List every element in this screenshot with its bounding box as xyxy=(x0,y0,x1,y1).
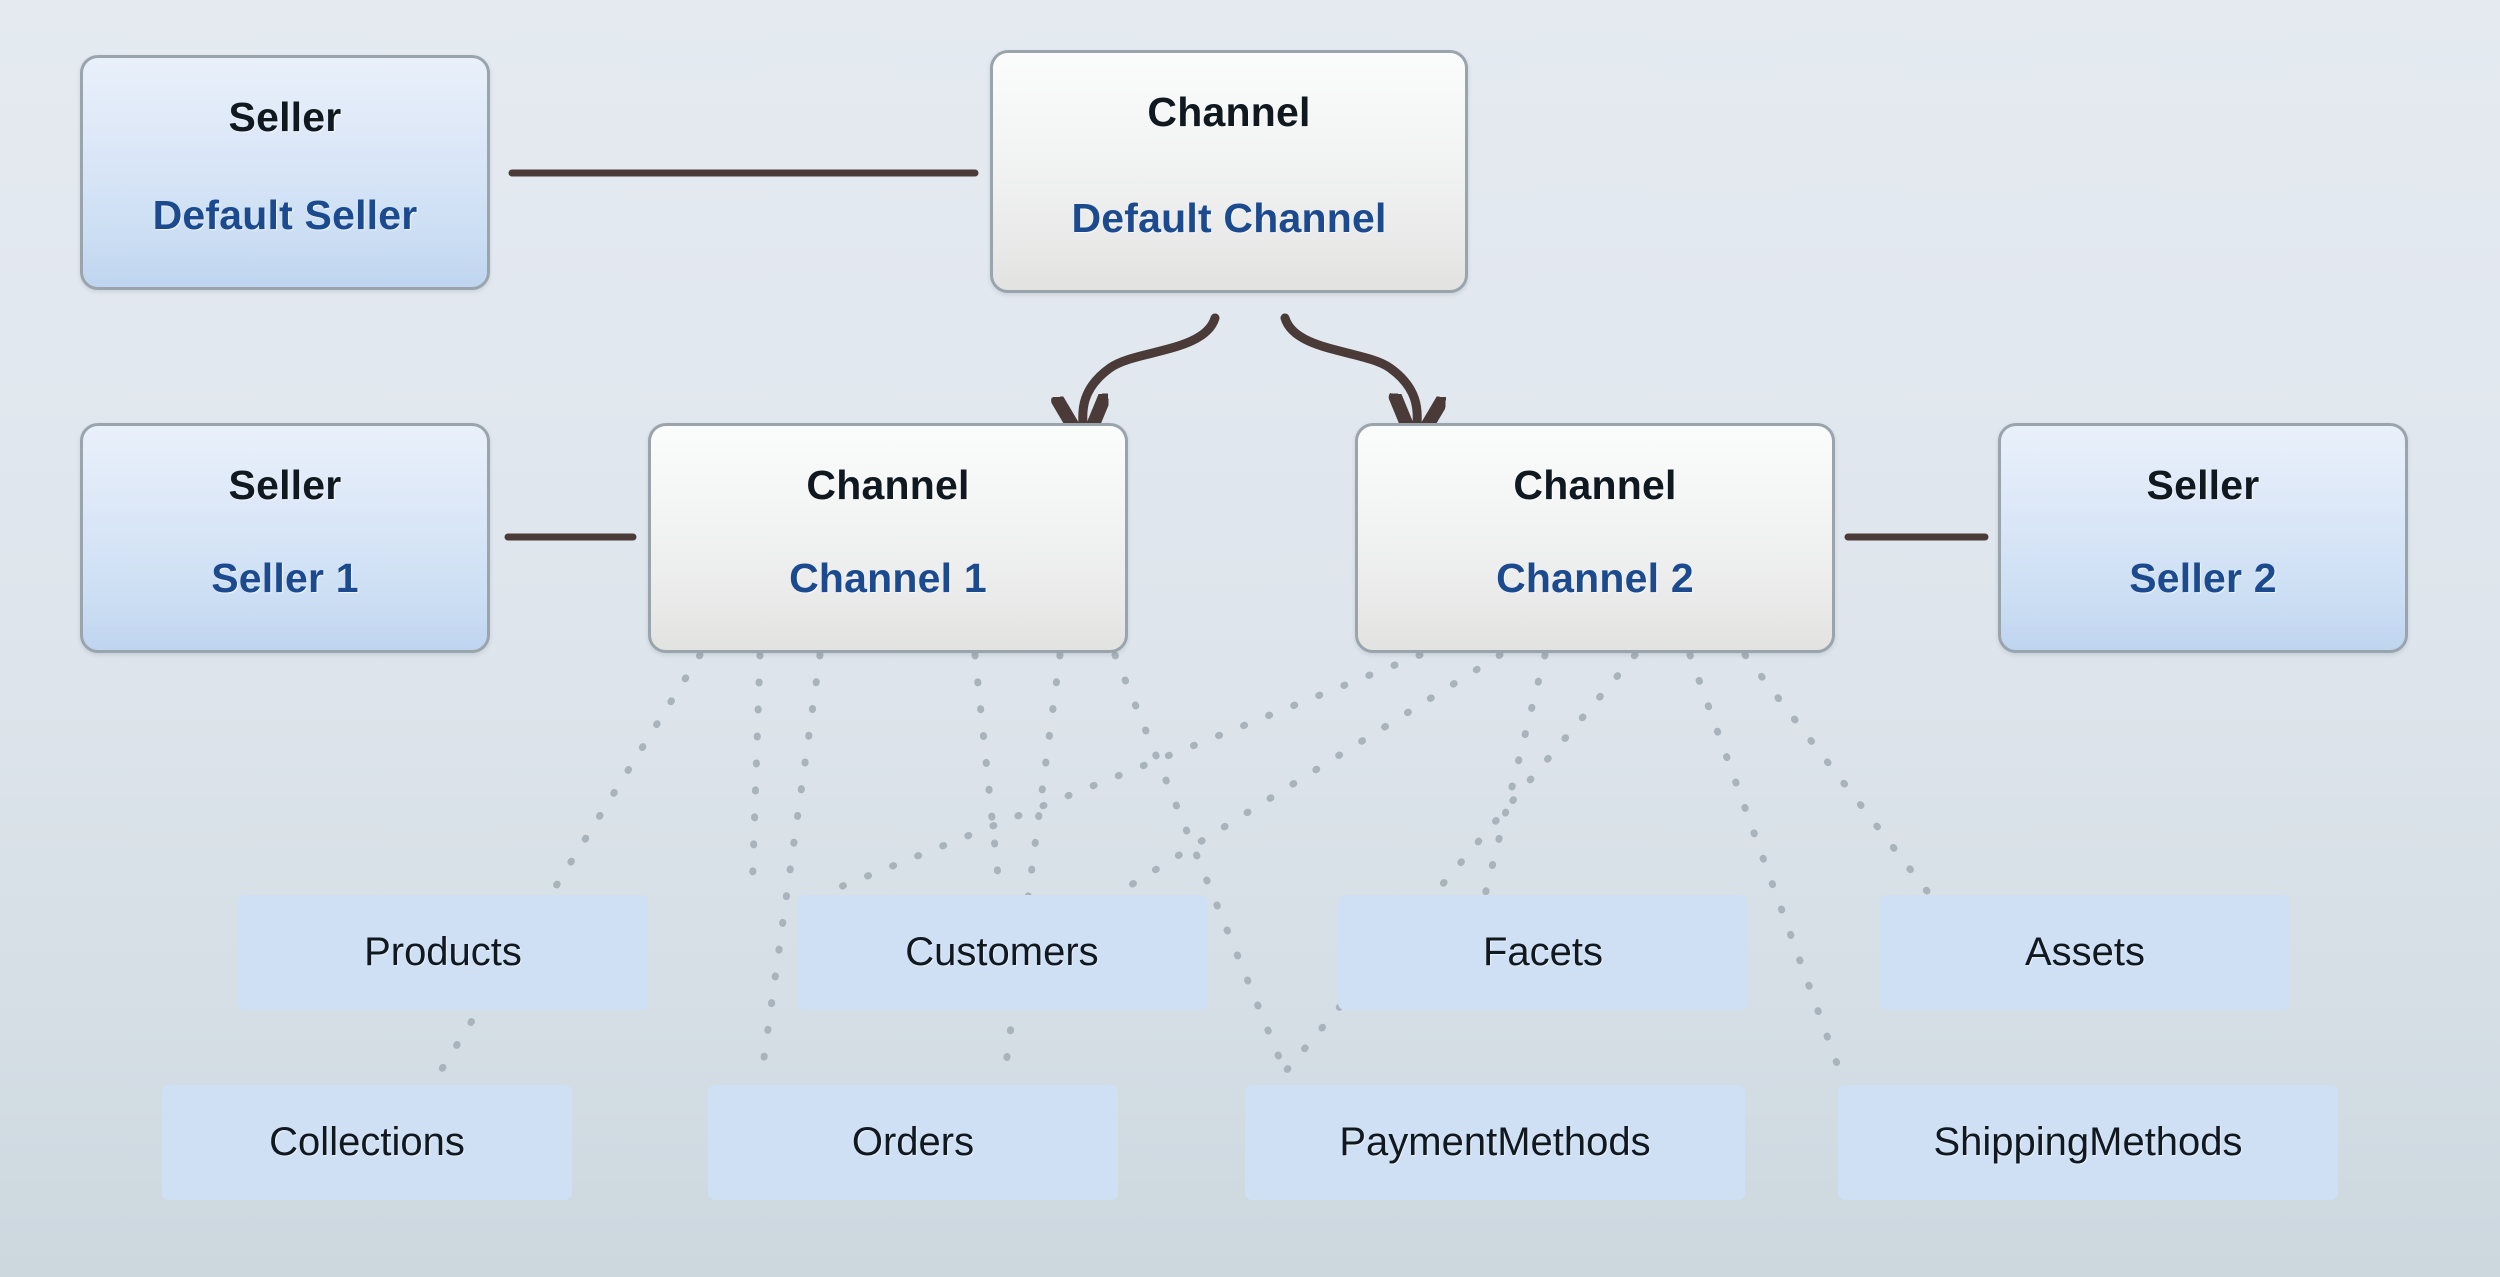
node-type-label: Channel xyxy=(806,462,970,508)
node-name-label: Default Seller xyxy=(152,192,418,238)
edge-channel1-collections xyxy=(748,651,764,899)
node-type-label: Channel xyxy=(1513,462,1677,508)
node-default-channel[interactable]: Channel Default Channel xyxy=(990,50,1468,293)
node-name-label: Default Channel xyxy=(1071,195,1387,241)
node-seller-1[interactable]: Seller Seller 1 xyxy=(80,423,490,653)
entity-chip-label: Collections xyxy=(269,1120,465,1164)
entity-chip-label: Orders xyxy=(851,1120,975,1164)
entity-chip-label: PaymentMethods xyxy=(1339,1120,1651,1164)
node-type-label: Seller xyxy=(228,462,342,508)
node-seller-2[interactable]: Seller Seller 2 xyxy=(1998,423,2408,653)
node-name-label: Channel 2 xyxy=(1496,555,1694,601)
edge-default-channel-to-channel2 xyxy=(1280,313,1417,424)
node-default-seller[interactable]: Seller Default Seller xyxy=(80,55,490,290)
node-type-label: Channel xyxy=(1147,89,1311,135)
edge-channel2-customers xyxy=(1111,651,1504,899)
entity-chip-customers[interactable]: Customers xyxy=(797,895,1207,1010)
node-type-label: Seller xyxy=(2146,462,2260,508)
entity-chip-label: Facets xyxy=(1482,930,1604,974)
node-name-label: Seller 1 xyxy=(211,555,359,601)
entity-chip-products[interactable]: Products xyxy=(238,895,648,1010)
node-channel-1[interactable]: Channel Channel 1 xyxy=(648,423,1128,653)
edge-channel1-orders xyxy=(971,651,1004,899)
node-type-label: Seller xyxy=(228,94,342,140)
edge-channel2-products xyxy=(816,651,1424,899)
node-channel-2[interactable]: Channel Channel 2 xyxy=(1355,423,1835,653)
node-name-label: Channel 1 xyxy=(789,555,987,601)
node-name-label: Seller 2 xyxy=(2129,555,2277,601)
edge-channel2-assets xyxy=(1741,651,1934,899)
entity-chip-collections[interactable]: Collections xyxy=(162,1085,572,1200)
entity-chip-paymentmethods[interactable]: PaymentMethods xyxy=(1245,1085,1745,1200)
edge-channel2-facets xyxy=(1481,651,1549,899)
entity-chip-label: Products xyxy=(364,930,522,974)
entity-chip-label: Assets xyxy=(2024,930,2146,974)
edge-default-channel-to-channel1 xyxy=(1083,313,1220,424)
entity-chip-shippingmethods[interactable]: ShippingMethods xyxy=(1838,1085,2338,1200)
entity-chip-label: ShippingMethods xyxy=(1933,1120,2243,1164)
entity-chip-facets[interactable]: Facets xyxy=(1338,895,1748,1010)
entity-chip-orders[interactable]: Orders xyxy=(708,1085,1118,1200)
entity-chip-label: Customers xyxy=(905,930,1099,974)
entity-chip-assets[interactable]: Assets xyxy=(1880,895,2290,1010)
